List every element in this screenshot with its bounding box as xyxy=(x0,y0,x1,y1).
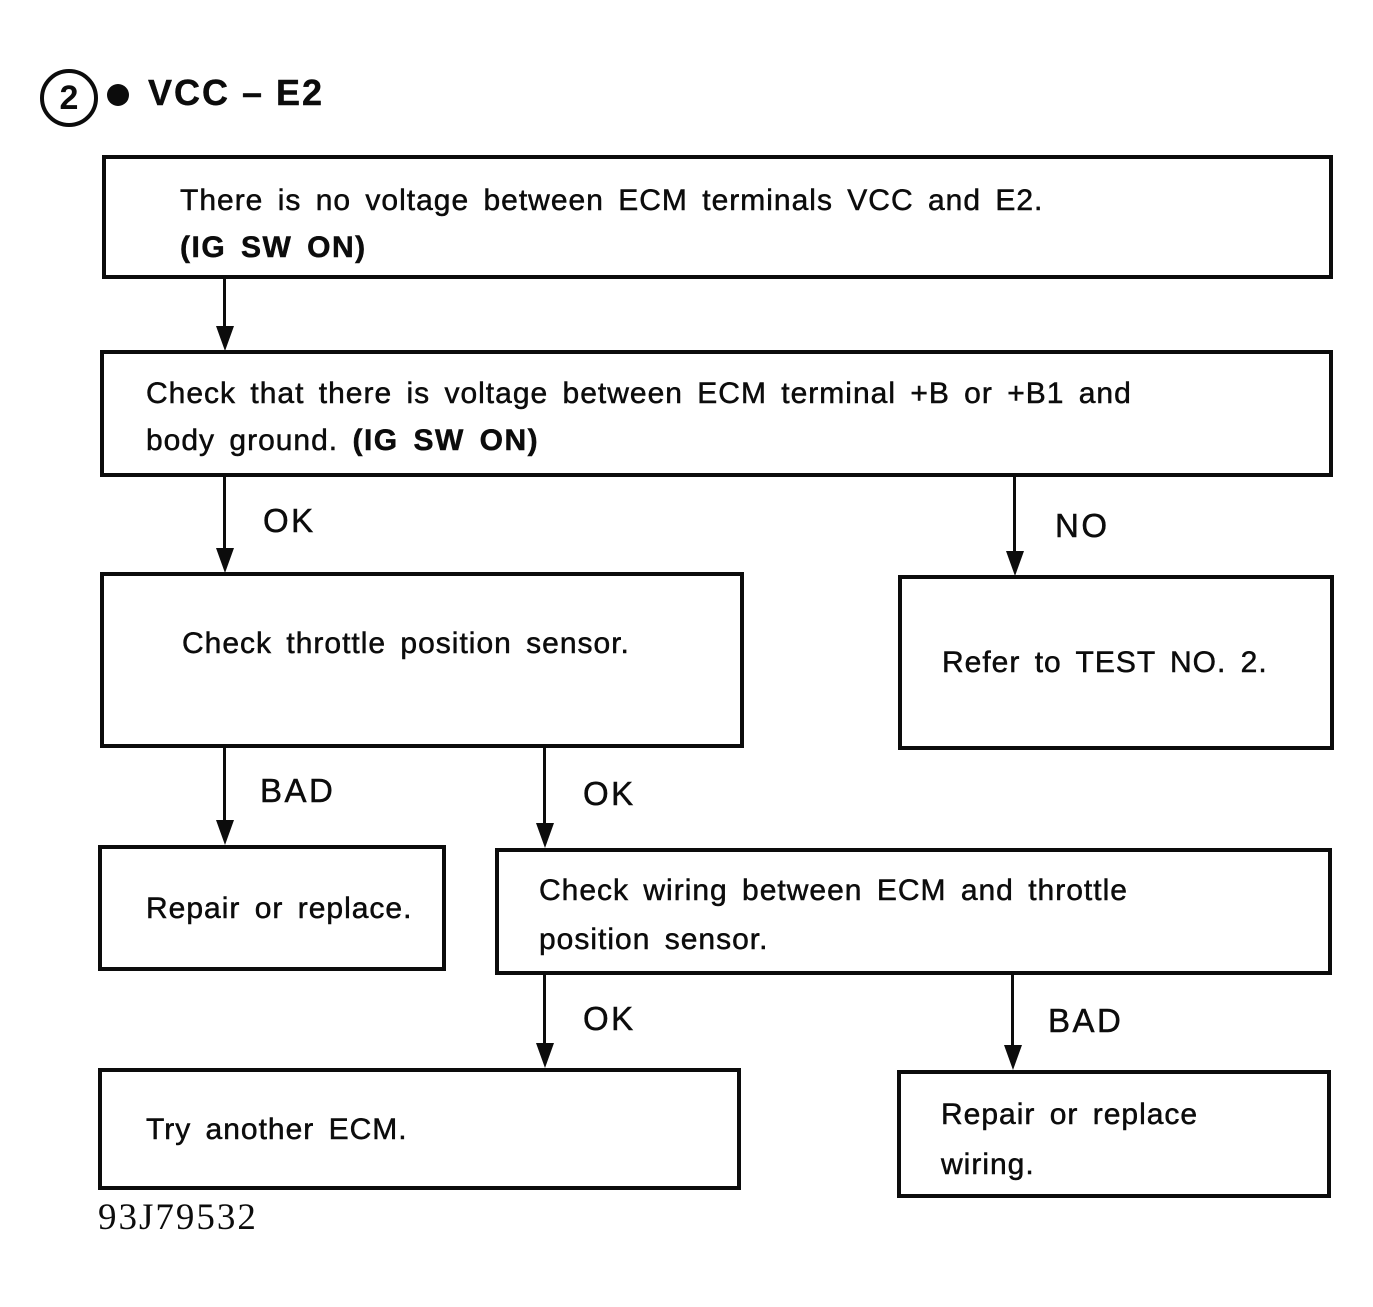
repair-replace-text: Repair or replace. xyxy=(146,891,413,925)
check-voltage-condition: (IG SW ON) xyxy=(352,424,540,458)
check-tps-text: Check throttle position sensor. xyxy=(182,627,630,661)
try-ecm-text: Try another ECM. xyxy=(146,1112,408,1146)
connector-problem-to-check-voltage xyxy=(223,279,226,328)
flow-box-repair-replace: Repair or replace. xyxy=(98,845,446,971)
flow-box-refer-test: Refer to TEST NO. 2. xyxy=(898,575,1334,750)
connector-ok-to-check-wiring xyxy=(543,748,546,824)
check-voltage-line2: body ground. (IG SW ON) xyxy=(146,417,1309,464)
branch-label-ok: OK xyxy=(583,775,636,813)
flow-box-check-wiring: Check wiring between ECM and throttle po… xyxy=(495,848,1332,975)
connector-bad-to-repair xyxy=(223,748,226,821)
repair-wiring-line1: Repair or replace xyxy=(941,1098,1199,1132)
step-number: 2 xyxy=(59,78,79,117)
flow-box-check-voltage: Check that there is voltage between ECM … xyxy=(100,350,1333,477)
flow-box-try-ecm: Try another ECM. xyxy=(98,1068,741,1190)
connector-bad-to-repair-wiring xyxy=(1011,975,1014,1047)
branch-label-ok: OK xyxy=(263,502,316,540)
page-title: VCC – E2 xyxy=(148,72,325,113)
document-code: 93J79532 xyxy=(98,1197,258,1238)
branch-label-bad: BAD xyxy=(1048,1002,1124,1040)
check-voltage-line2-text: body ground. xyxy=(146,424,339,458)
arrowhead-icon xyxy=(1004,1045,1022,1070)
repair-wiring-line2: wiring. xyxy=(941,1148,1035,1182)
flow-box-repair-wiring: Repair or replace wiring. xyxy=(897,1070,1331,1198)
flow-box-check-tps: Check throttle position sensor. xyxy=(100,572,744,748)
problem-condition: (IG SW ON) xyxy=(180,231,367,265)
refer-test-text: Refer to TEST NO. 2. xyxy=(942,646,1268,680)
bullet-icon xyxy=(107,84,129,106)
arrowhead-icon xyxy=(216,820,234,845)
check-voltage-line1: Check that there is voltage between ECM … xyxy=(146,377,1132,411)
step-number-badge: 2 xyxy=(40,69,98,127)
flow-box-problem: There is no voltage between ECM terminal… xyxy=(102,155,1333,279)
check-wiring-line2: position sensor. xyxy=(539,923,769,957)
connector-no-to-refer-test xyxy=(1013,477,1016,553)
problem-line1: There is no voltage between ECM terminal… xyxy=(180,184,1044,218)
connector-ok-to-try-ecm xyxy=(543,975,546,1045)
arrowhead-icon xyxy=(536,1043,554,1068)
arrowhead-icon xyxy=(1006,551,1024,576)
branch-label-no: NO xyxy=(1055,507,1110,545)
connector-ok-to-check-tps xyxy=(223,477,226,550)
arrowhead-icon xyxy=(216,548,234,573)
branch-label-bad: BAD xyxy=(260,772,336,810)
arrowhead-icon xyxy=(536,823,554,848)
branch-label-ok: OK xyxy=(583,1000,636,1038)
check-wiring-line1: Check wiring between ECM and throttle xyxy=(539,874,1128,908)
arrowhead-icon xyxy=(216,326,234,351)
